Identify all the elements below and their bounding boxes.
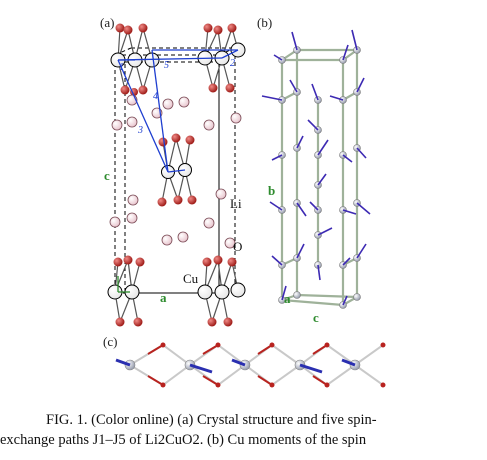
spin-moments bbox=[261, 29, 371, 306]
axis-label-c: c bbox=[104, 168, 110, 183]
path-label-1: 1 bbox=[119, 62, 124, 73]
zigzag-bonds bbox=[129, 343, 384, 387]
panel-b-label: (b) bbox=[257, 15, 272, 30]
path-label-3: 3 bbox=[137, 125, 143, 136]
copper-atoms-bottom-right bbox=[197, 282, 246, 300]
panel-b: (b) bbox=[257, 15, 371, 325]
chain-cu-atoms bbox=[124, 359, 361, 371]
figure-caption: FIG. 1. (Color online) (a) Crystal struc… bbox=[0, 410, 487, 450]
axis-label-a: a bbox=[160, 290, 167, 305]
oxygen-atoms-bottom-left bbox=[113, 255, 145, 327]
copper-atoms-top-right bbox=[197, 42, 246, 66]
axis-label-b: b bbox=[268, 183, 275, 198]
chain-oxygen-atoms bbox=[160, 342, 386, 388]
cu-nodes bbox=[278, 46, 361, 309]
caption-line-1: FIG. 1. (Color online) (a) Crystal struc… bbox=[46, 412, 377, 428]
zigzag-bond-ends bbox=[147, 344, 328, 386]
panel-c: (c) bbox=[103, 334, 386, 388]
path-label-5: 5 bbox=[164, 60, 169, 71]
panel-a: (a) bbox=[100, 15, 246, 327]
atom-label-cu: Cu bbox=[183, 271, 199, 286]
panel-c-label: (c) bbox=[103, 334, 117, 349]
path-label-2: 2 bbox=[230, 58, 235, 69]
axis-arrows-a bbox=[117, 276, 130, 293]
chain-spin-arrows bbox=[115, 358, 356, 374]
atom-label-o: O bbox=[233, 239, 242, 254]
unit-cell-outline bbox=[114, 47, 236, 294]
oxygen-atoms-bottom-right bbox=[202, 255, 237, 327]
oxygen-atoms-middle bbox=[157, 133, 197, 207]
panel-a-label: (a) bbox=[100, 15, 114, 30]
figure-canvas: (a) bbox=[100, 15, 386, 388]
axis-label-a-b: a bbox=[284, 291, 291, 306]
axis-label-c-b: c bbox=[313, 310, 319, 325]
path-label-4: 4 bbox=[153, 91, 158, 102]
exchange-paths bbox=[117, 49, 239, 173]
path-labels: 1 2 3 4 5 bbox=[119, 58, 235, 136]
oxygen-atoms-top-right bbox=[203, 23, 237, 93]
caption-line-2: exchange paths J1–J5 of Li2CuO2. (b) Cu … bbox=[0, 432, 367, 448]
atom-label-li: Li bbox=[230, 196, 242, 211]
